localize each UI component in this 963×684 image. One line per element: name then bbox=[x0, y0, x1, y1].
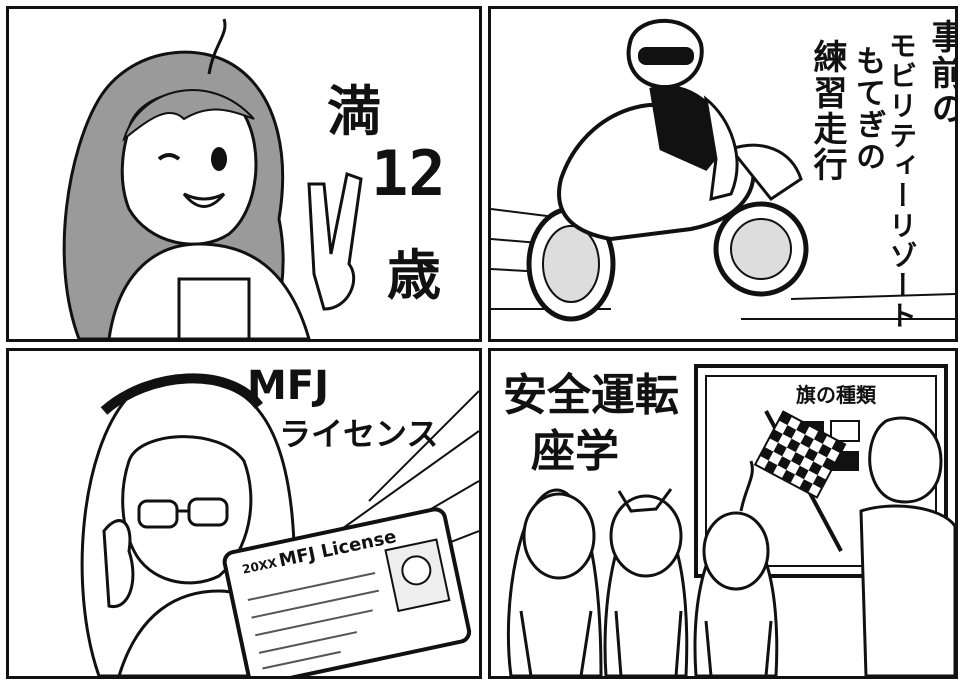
caption-mfj: MFJ bbox=[247, 363, 330, 409]
age-number-text: 12 bbox=[371, 137, 446, 210]
motorcycle-rider-illustration bbox=[491, 18, 955, 322]
panel-safety-lecture: 安全運転 座学 旗の種類 bbox=[488, 348, 958, 679]
caption-safe-driving: 安全運転 bbox=[503, 370, 679, 421]
age-prefix-text: 満 bbox=[327, 80, 381, 143]
girl-peace-sign-illustration bbox=[62, 18, 363, 339]
caption-line-4: 練習走行 bbox=[807, 39, 847, 183]
caption-classroom: 座学 bbox=[531, 426, 619, 477]
classroom-lecture-illustration bbox=[506, 364, 955, 676]
panel-practice-run: 事前の モビリティーリゾート もてぎの 練習走行 bbox=[488, 6, 958, 342]
caption-license: ライセンス bbox=[279, 415, 439, 453]
caption-line-2: モビリティーリゾート bbox=[885, 31, 918, 331]
caption-line-1: 事前の bbox=[925, 19, 958, 127]
caption-line-3: もてぎの bbox=[850, 45, 885, 173]
girl-with-license-illustration bbox=[80, 373, 479, 676]
whiteboard-title: 旗の種類 bbox=[796, 383, 876, 407]
panel-mfj-license: MFJ ライセンス 20XX MFJ License bbox=[6, 348, 482, 679]
age-suffix-text: 歳 bbox=[387, 244, 441, 307]
panel-girl-age: 満 12 歳 bbox=[6, 6, 482, 342]
